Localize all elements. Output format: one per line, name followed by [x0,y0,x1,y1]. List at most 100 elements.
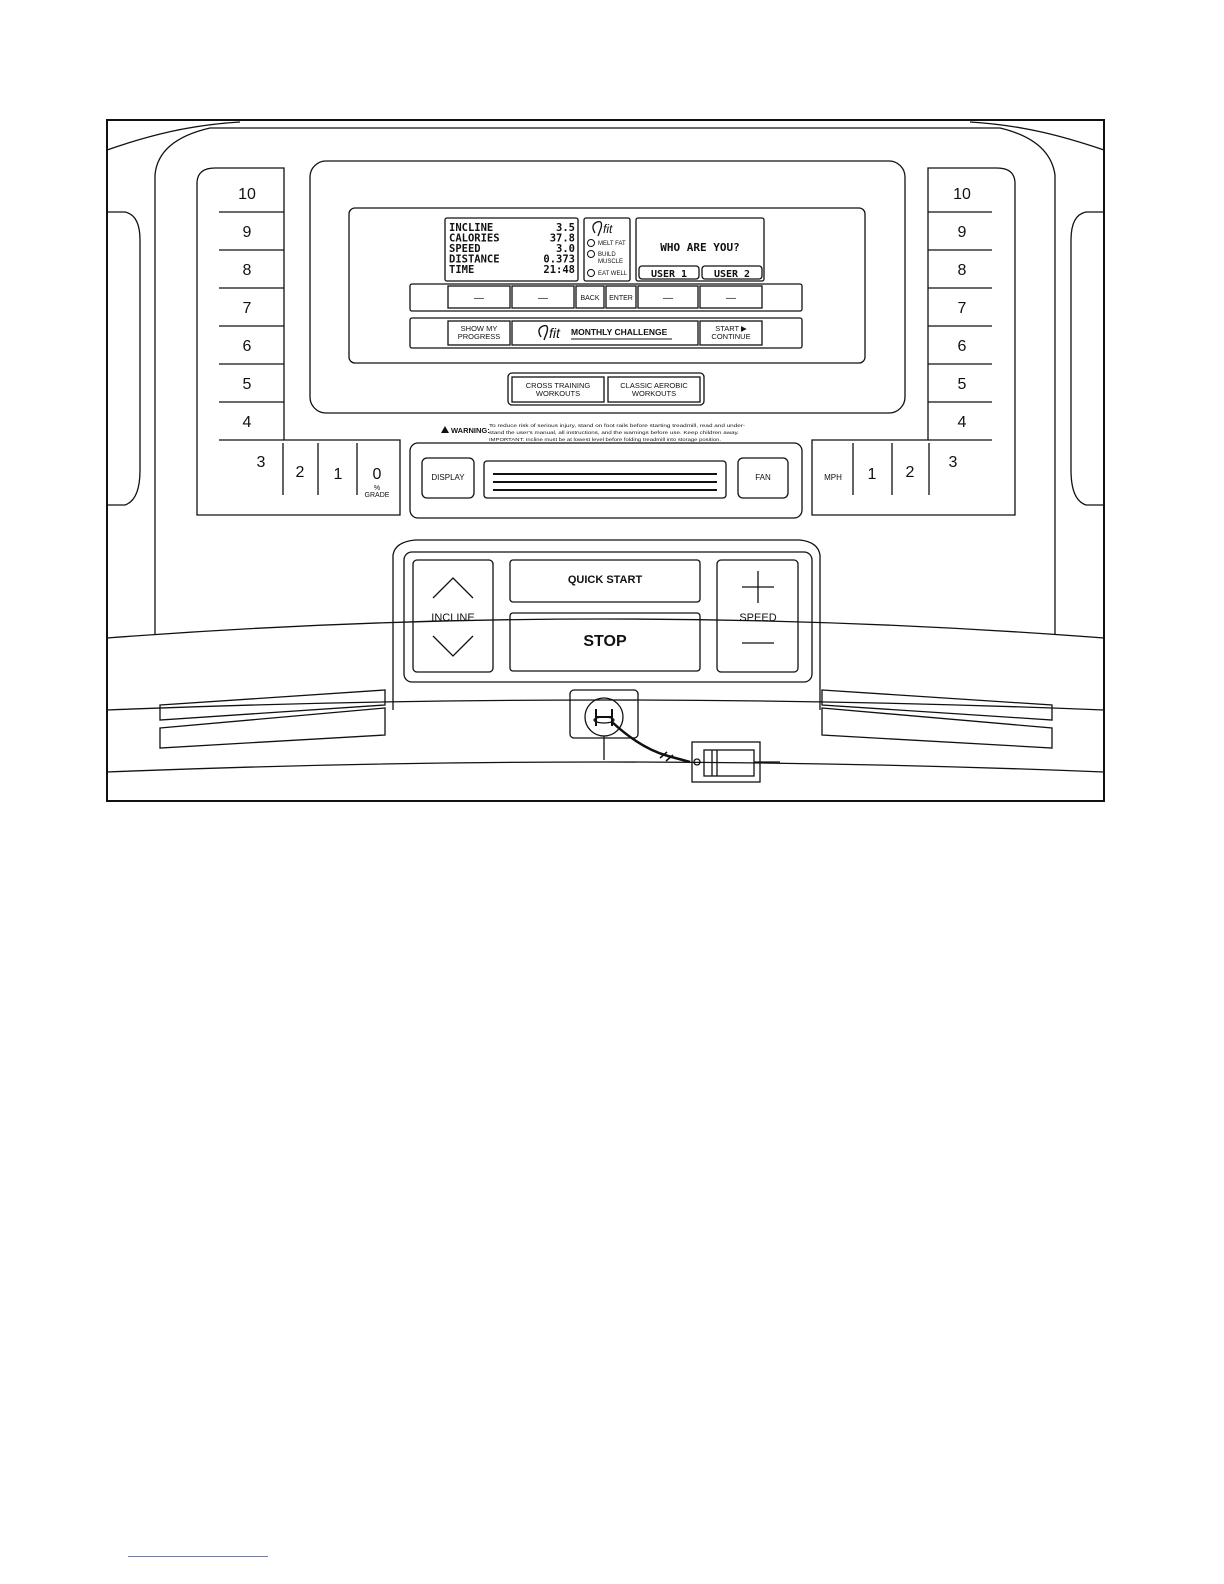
warning-triangle-icon [441,426,449,433]
speed-key-9[interactable]: 9 [958,224,967,241]
incline-key-2[interactable]: 2 [296,464,305,481]
cross-training-line1: CROSS TRAINING [526,381,591,390]
lcd-row-label: INCLINE [449,222,493,234]
lcd-row-label: DISTANCE [449,254,500,266]
speed-key-4[interactable]: 4 [958,414,967,431]
stop-button[interactable] [509,612,701,672]
left-grip [107,211,141,506]
speed-key-1[interactable]: 1 [868,466,877,483]
speed-key-7[interactable]: 7 [958,300,967,317]
speed-key-8[interactable]: 8 [958,262,967,279]
speed-key-5[interactable]: 5 [958,376,967,393]
console-inner-outline [154,127,1056,635]
display-button-label: DISPLAY [431,473,465,482]
fan-vent [483,460,727,499]
lcd-prompt: WHO ARE YOU? [660,241,739,254]
warning-line1: To reduce risk of serious injury, stand … [489,423,746,429]
fan-button[interactable] [737,457,789,499]
user-select-panel [635,217,765,282]
speed-key-10[interactable]: 10 [953,186,971,203]
cross-training-button[interactable] [511,376,605,403]
fan-button-label: FAN [755,473,771,482]
lcd-row-value: 0.373 [543,254,575,266]
classic-aerobic-line1: CLASSIC AEROBIC [620,381,688,390]
safety-key-cord [611,721,691,764]
soft-key-1-label: — [474,293,484,304]
display-window [348,207,866,364]
soft-key-1[interactable] [447,285,511,309]
user-2-button[interactable] [701,265,763,280]
ifit-goal-label: MELT FAT [598,241,626,247]
speed-control[interactable] [716,559,799,673]
classic-aerobic-button[interactable] [607,376,701,403]
incline-key-7[interactable]: 7 [243,300,252,317]
lcd-stats-panel [444,217,579,282]
incline-key-0[interactable]: 0 [373,466,382,483]
speed-key-separators [852,211,992,495]
challenge-brand: fit [549,325,561,341]
display-housing [309,160,906,414]
show-progress-line2: PROGRESS [458,332,501,341]
ifit-goal-label: BUILD [598,252,616,258]
safety-key-housing [569,689,639,739]
lcd-row-value: 3.0 [556,243,575,255]
ifit-goal-label: EAT WELL [598,271,628,277]
console-base-curve [106,618,1105,639]
center-control-bar [409,442,803,519]
monthly-challenge-bar [511,320,699,346]
back-label: BACK [580,295,599,302]
back-button[interactable] [575,285,605,309]
ifit-brand: fit [603,222,613,236]
left-key-panel [196,167,401,516]
incline-key-3[interactable]: 3 [257,454,266,471]
speed-key-3[interactable]: 3 [949,454,958,471]
lower-keypad-housing [392,539,821,710]
soft-key-4-label: — [726,293,736,304]
classic-aerobic-line2: WORKOUTS [632,389,676,398]
soft-key-2-label: — [538,293,548,304]
enter-label: ENTER [609,295,633,302]
cross-training-line2: WORKOUTS [536,389,580,398]
safety-clip [703,749,755,777]
start-continue-button[interactable] [699,320,763,346]
soft-key-2[interactable] [511,285,575,309]
ifit-logo-icon [592,220,603,237]
lcd-row-value: 21:48 [543,264,575,276]
speed-key-6[interactable]: 6 [958,338,967,355]
incline-key-4[interactable]: 4 [243,414,252,431]
show-progress-button[interactable] [447,320,511,346]
soft-key-4[interactable] [699,285,763,309]
speed-plus-icon[interactable] [742,571,774,603]
show-progress-line1: SHOW MY [461,324,498,333]
incline-key-6[interactable]: 6 [243,338,252,355]
lcd-row-value: 37.8 [550,233,575,245]
enter-button[interactable] [605,285,637,309]
incline-control[interactable] [412,559,494,673]
soft-key-3[interactable] [637,285,699,309]
display-button[interactable] [421,457,475,499]
incline-key-10[interactable]: 10 [238,186,256,203]
incline-down-arrow[interactable] [432,635,474,657]
lcd-row-value: 3.5 [556,222,575,234]
soft-key-3-label: — [663,293,673,304]
speed-key-2[interactable]: 2 [906,464,915,481]
incline-key-8[interactable]: 8 [243,262,252,279]
ifit-goal-label: MUSCLE [598,259,623,265]
incline-key-5[interactable]: 5 [243,376,252,393]
warning-title: WARNING: [451,426,490,435]
speed-label: SPEED [739,612,776,624]
user-1-button[interactable] [638,265,700,280]
footer-rule [128,1556,268,1557]
challenge-ifit-logo-icon [538,324,549,341]
lcd-row-label: TIME [449,264,474,276]
incline-up-arrow[interactable] [432,577,474,599]
incline-key-9[interactable]: 9 [243,224,252,241]
checkmark-icon [587,269,595,277]
incline-key-1[interactable]: 1 [334,466,343,483]
quick-start-button[interactable] [509,559,701,603]
quick-start-label: QUICK START [568,574,643,586]
console-shell-outline [106,121,1105,151]
